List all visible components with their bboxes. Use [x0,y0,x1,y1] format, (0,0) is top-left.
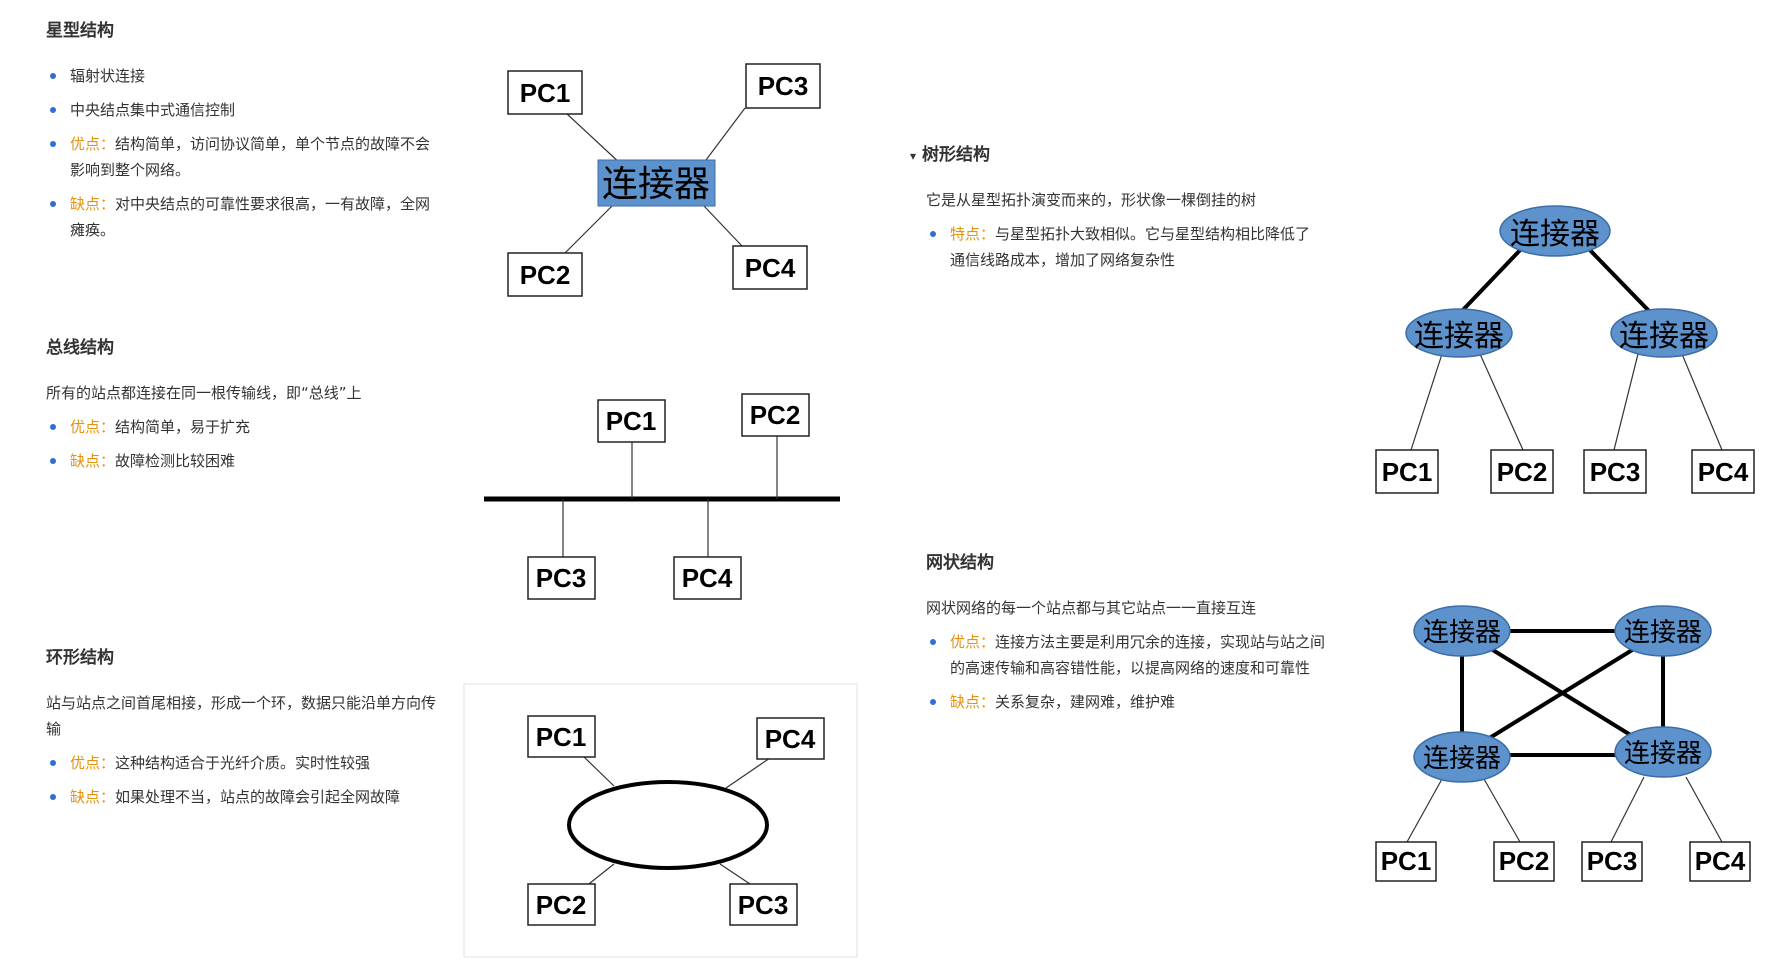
svg-text:PC1: PC1 [1381,846,1432,876]
svg-text:连接器: 连接器 [1624,618,1702,648]
svg-text:PC4: PC4 [745,253,796,283]
ring-list: 优点：这种结构适合于光纤介质。实时性较强 缺点：如果处理不当，站点的故障会引起全… [46,750,446,810]
hub-node: 连接器 [1413,605,1511,657]
tree-title[interactable]: ▾树形结构 [910,145,991,165]
svg-text:PC4: PC4 [1698,457,1749,487]
svg-text:连接器: 连接器 [1423,744,1501,774]
pc-node: PC3 [527,556,596,600]
list-item: 优点：这种结构适合于光纤介质。实时性较强 [46,750,446,776]
svg-text:PC4: PC4 [1695,846,1746,876]
svg-text:PC3: PC3 [758,71,809,101]
tree-desc: 它是从星型拓扑演变而来的，形状像一棵倒挂的树 [926,191,1257,209]
star-hub-box [597,159,716,207]
pc-node: PC3 [1581,841,1643,882]
pc-node: PC4 [673,556,742,600]
list-item: 缺点：关系复杂，建网难，维护难 [926,689,1326,715]
svg-text:PC1: PC1 [1382,457,1433,487]
pc-node: PC2 [527,883,596,926]
list-item: 缺点：故障检测比较困难 [46,448,446,474]
svg-text:PC3: PC3 [1587,846,1638,876]
star-section: 星型结构 辐射状连接 中央结点集中式通信控制 优点：结构简单，访问协议简单，单个… [46,16,436,251]
pc-node: PC1 [1375,841,1437,882]
tree-list: 特点：与星型拓扑大致相似。它与星型结构相比降低了通信线路成本，增加了网络复杂性 [910,221,1320,273]
list-item: 辐射状连接 [46,63,436,89]
star-title: 星型结构 [46,21,114,41]
ring-title: 环形结构 [46,648,114,668]
svg-text:PC2: PC2 [520,260,571,290]
list-item: 优点：结构简单，易于扩充 [46,414,446,440]
hub-node: 连接器 [1499,205,1611,257]
svg-text:PC1: PC1 [536,722,587,752]
pc-node: PC1 [507,70,583,115]
pc-node: PC2 [507,252,583,297]
tree-diagram: 连接器 连接器 连接器 PC1 PC2 PC3 PC4 [1375,205,1755,494]
mesh-list: 优点：连接方法主要是利用冗余的连接，实现站与站之间的高速传输和高容错性能，以提高… [926,629,1326,715]
pc-node: PC4 [1689,841,1751,882]
pc-node: PC1 [527,715,596,758]
bus-desc: 所有的站点都连接在同一根传输线，即“总线”上 [46,384,362,402]
pc-node: PC4 [732,245,808,290]
hub-node: 连接器 [1614,726,1712,778]
star-list: 辐射状连接 中央结点集中式通信控制 优点：结构简单，访问协议简单，单个节点的故障… [46,63,436,243]
star-hub-label: 连接器 [602,164,710,205]
ring-section: 环形结构 站与站点之间首尾相接，形成一个环，数据只能沿单方向传输 优点：这种结构… [46,643,446,818]
mesh-desc: 网状网络的每一个站点都与其它站点一一直接互连 [926,599,1257,617]
bus-list: 优点：结构简单，易于扩充 缺点：故障检测比较困难 [46,414,446,474]
pc-node: PC4 [756,717,825,760]
svg-text:PC2: PC2 [1497,457,1548,487]
list-item: 优点：结构简单，访问协议简单，单个节点的故障不会影响到整个网络。 [46,131,436,183]
pc-node: PC4 [1691,449,1755,494]
star-link [564,205,613,254]
pc-node: PC2 [741,393,810,437]
star-link [705,107,746,161]
hub-node: 连接器 [1405,308,1513,358]
star-link [565,112,623,166]
svg-text:连接器: 连接器 [1619,319,1709,354]
ring-loop [567,780,769,870]
list-item: 缺点：对中央结点的可靠性要求很高，一有故障，全网瘫痪。 [46,191,436,243]
svg-text:PC1: PC1 [606,406,657,436]
hub-node: 连接器 [1610,308,1718,358]
list-item: 优点：连接方法主要是利用冗余的连接，实现站与站之间的高速传输和高容错性能，以提高… [926,629,1326,681]
tree-section: ▾树形结构 它是从星型拓扑演变而来的，形状像一棵倒挂的树 特点：与星型拓扑大致相… [910,140,1320,281]
collapse-caret-icon[interactable]: ▾ [910,149,917,163]
list-item: 特点：与星型拓扑大致相似。它与星型结构相比降低了通信线路成本，增加了网络复杂性 [926,221,1320,273]
svg-text:PC3: PC3 [738,890,789,920]
mesh-diagram: 连接器 连接器 连接器 连接器 PC1 PC2 PC3 PC4 [1375,605,1751,882]
ring-diagram: PC1 PC4 PC2 PC3 [463,683,858,958]
hub-node: 连接器 [1413,731,1511,783]
svg-text:PC1: PC1 [520,78,571,108]
list-item: 中央结点集中式通信控制 [46,97,436,123]
svg-text:PC2: PC2 [1499,846,1550,876]
svg-text:连接器: 连接器 [1423,618,1501,648]
ring-desc: 站与站点之间首尾相接，形成一个环，数据只能沿单方向传输 [46,694,437,738]
svg-text:PC2: PC2 [536,890,587,920]
pc-node: PC3 [745,63,821,109]
pc-node: PC3 [1583,449,1647,494]
hub-node: 连接器 [1614,605,1712,657]
svg-text:连接器: 连接器 [1414,319,1504,354]
svg-text:连接器: 连接器 [1624,739,1702,769]
star-link [703,205,743,247]
svg-text:连接器: 连接器 [1510,217,1600,252]
bus-section: 总线结构 所有的站点都连接在同一根传输线，即“总线”上 优点：结构简单，易于扩充… [46,333,446,482]
pc-node: PC3 [729,883,798,926]
bus-diagram: PC1 PC2 PC3 PC4 [484,393,840,600]
pc-node: PC2 [1490,449,1554,494]
mesh-title: 网状结构 [926,553,994,573]
svg-text:PC2: PC2 [750,400,801,430]
pc-node: PC1 [1375,449,1439,494]
pc-node: PC1 [597,399,666,443]
pc-node: PC2 [1493,841,1555,882]
mesh-section: 网状结构 网状网络的每一个站点都与其它站点一一直接互连 优点：连接方法主要是利用… [926,548,1326,723]
list-item: 缺点：如果处理不当，站点的故障会引起全网故障 [46,784,446,810]
svg-text:PC4: PC4 [765,724,816,754]
svg-text:PC3: PC3 [536,563,587,593]
svg-text:PC3: PC3 [1590,457,1641,487]
bus-title: 总线结构 [46,338,114,358]
svg-text:PC4: PC4 [682,563,733,593]
